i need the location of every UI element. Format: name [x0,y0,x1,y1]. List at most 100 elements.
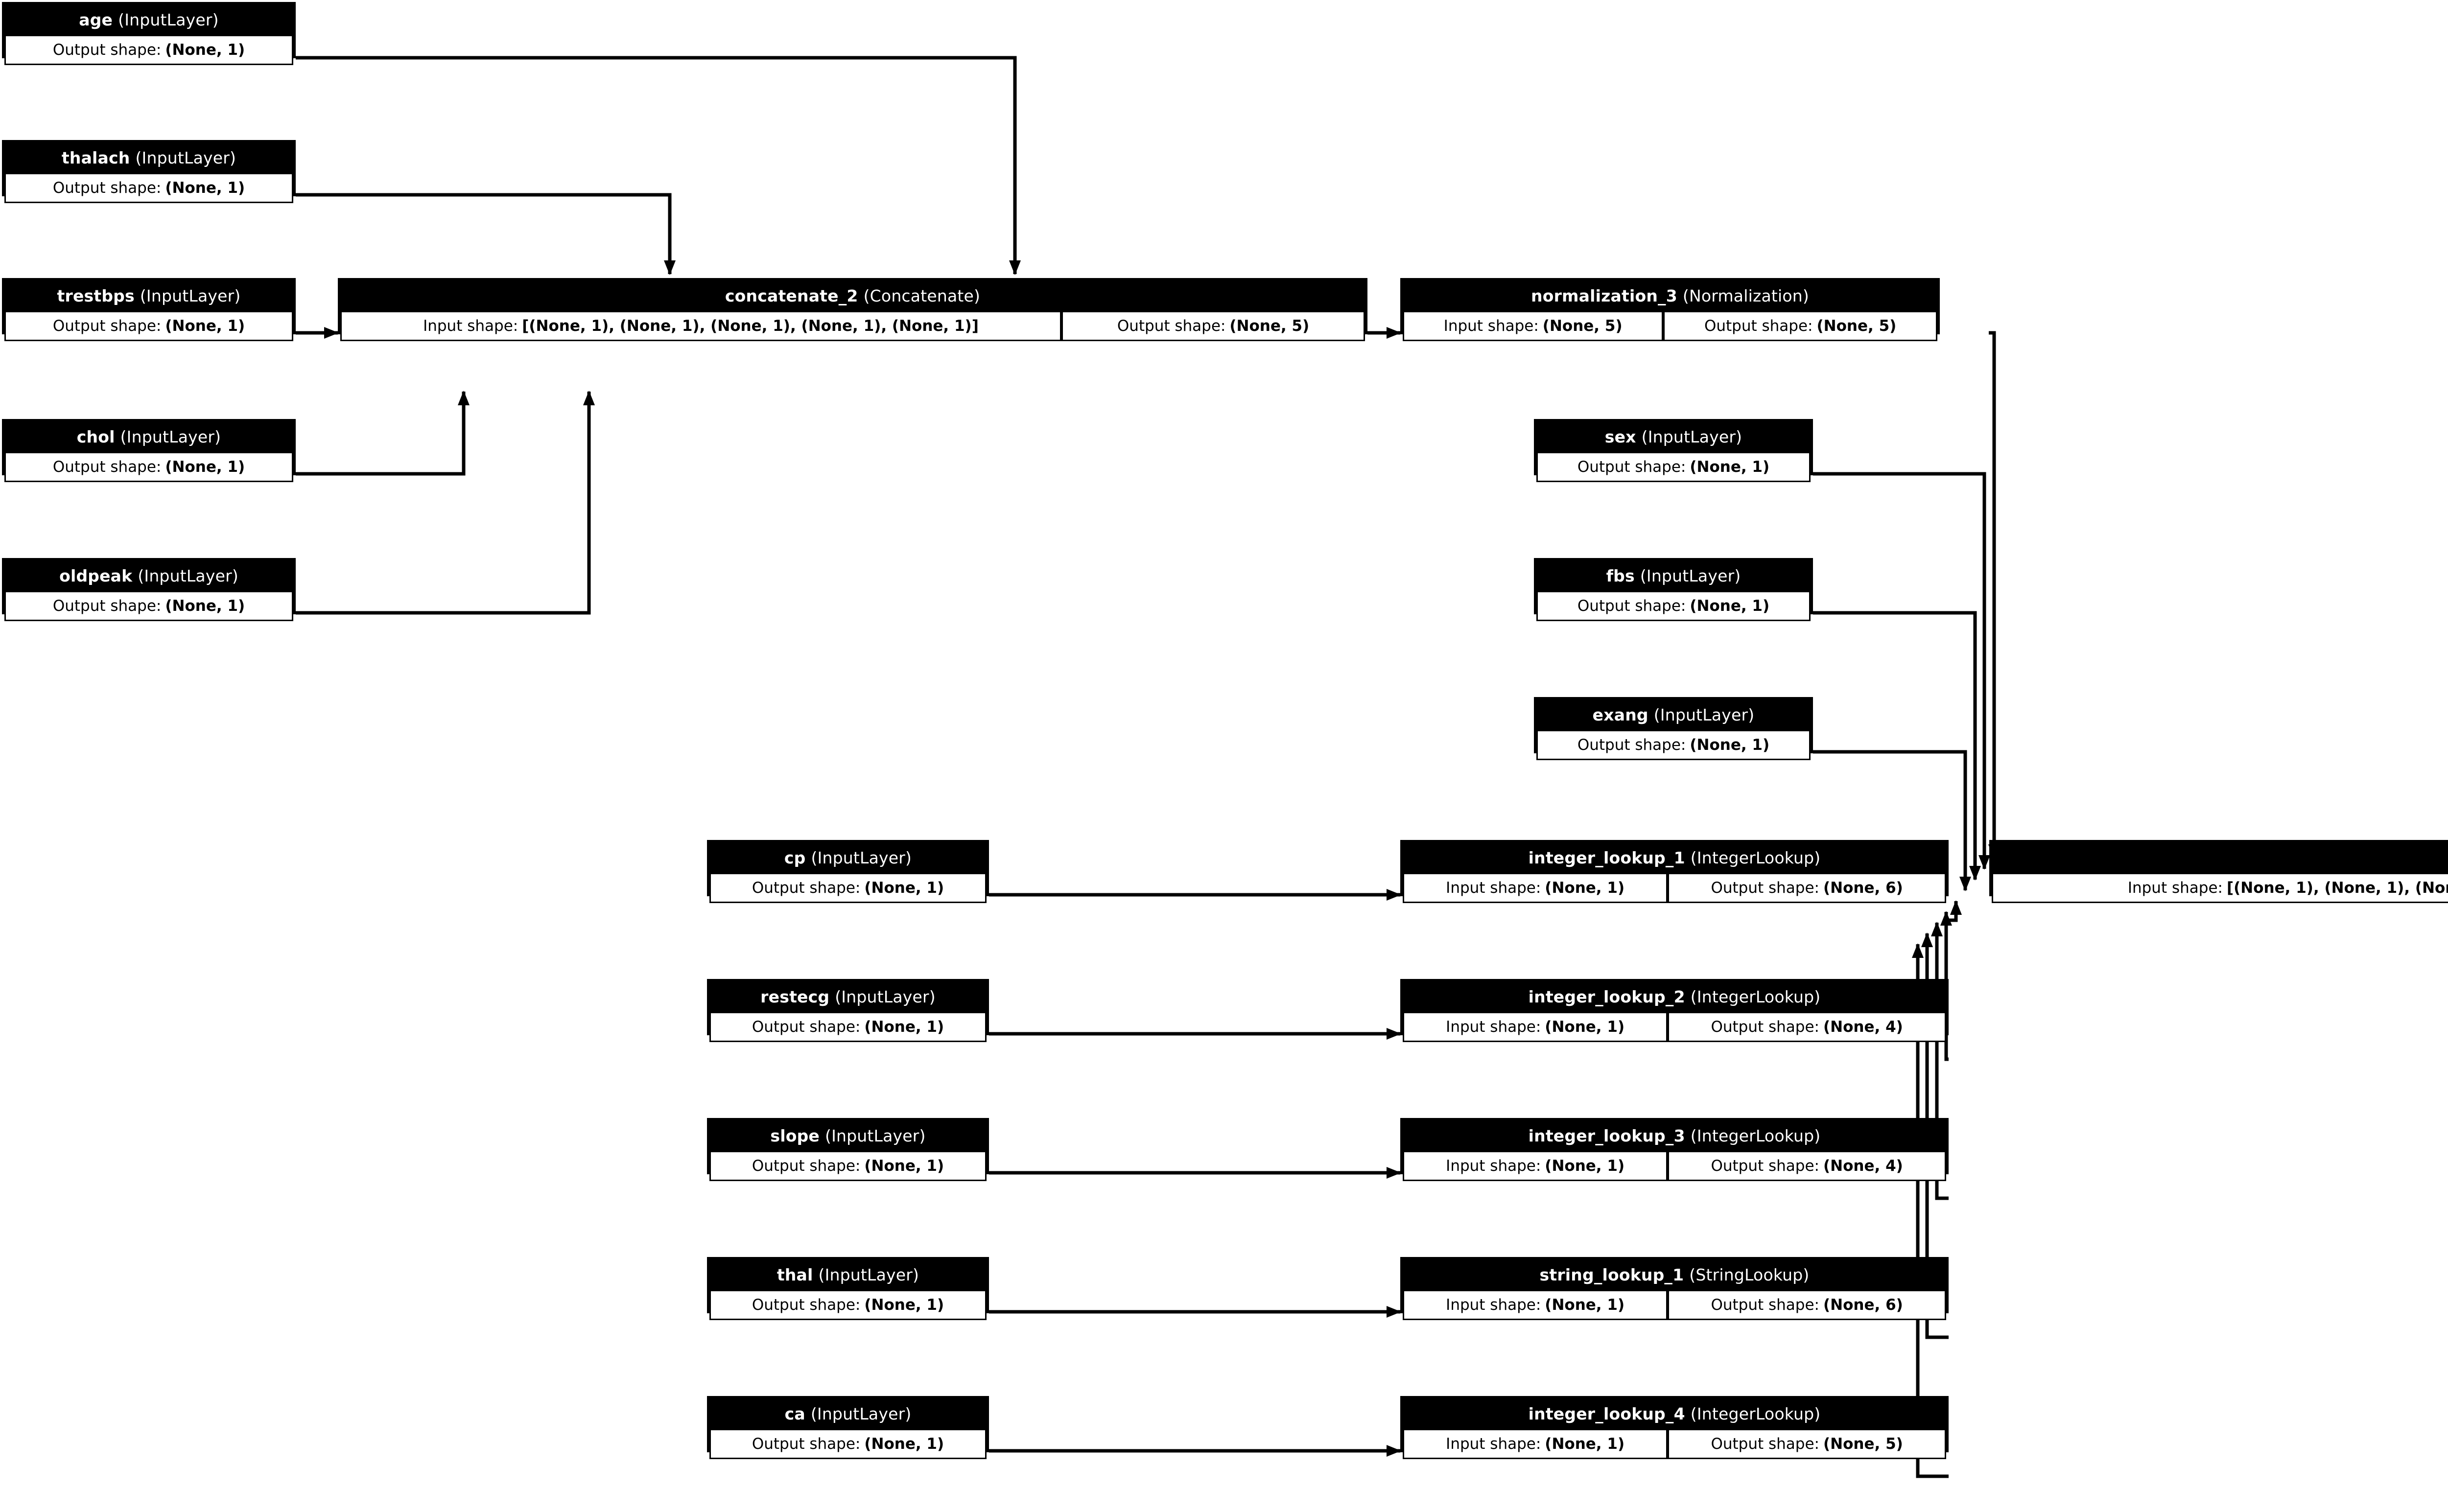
node-normalization_3-name: normalization_3 [1531,286,1677,305]
node-integer_lookup_1[interactable]: integer_lookup_1 (IntegerLookup) Input s… [1400,840,1949,903]
node-ca[interactable]: ca (InputLayer) Output shape: (None, 1) [707,1396,989,1459]
node-slope-name: slope [770,1126,820,1145]
output-shape-label: Output shape: [1711,1157,1819,1175]
edge-age-concatenate_2 [296,56,1021,275]
node-string_lookup_1[interactable]: string_lookup_1 (StringLookup) Input sha… [1400,1257,1949,1320]
node-chol-class: (InputLayer) [120,427,221,446]
input-shape-label: Input shape: [1443,317,1539,335]
node-integer_lookup_1-name: integer_lookup_1 [1528,848,1685,867]
node-integer_lookup_1-input-cell: Input shape: (None, 1) [1403,873,1668,903]
node-sex-class: (InputLayer) [1641,427,1742,446]
node-integer_lookup_2-title: integer_lookup_2 (IntegerLookup) [1403,981,1946,1012]
node-concatenate_2-output-cell: Output shape: (None, 5) [1061,311,1365,341]
node-restecg-shapes: Output shape: (None, 1) [709,1012,987,1042]
node-string_lookup_1-shapes: Input shape: (None, 1) Output shape: (No… [1403,1290,1946,1320]
node-slope-title: slope (InputLayer) [709,1120,987,1151]
node-fbs-title: fbs (InputLayer) [1536,560,1811,591]
node-normalization_3-input-cell: Input shape: (None, 5) [1403,311,1664,341]
node-exang-output-value: (None, 1) [1690,736,1770,754]
output-shape-label: Output shape: [52,317,162,335]
node-concatenate_3[interactable]: concatenate_3 (Concatenate) Input shape:… [1989,840,2448,903]
node-concatenate_2-shapes: Input shape: [(None, 1), (None, 1), (Non… [340,311,1365,341]
node-fbs-output-cell: Output shape: (None, 1) [1536,591,1811,621]
node-integer_lookup_2[interactable]: integer_lookup_2 (IntegerLookup) Input s… [1400,979,1949,1042]
node-normalization_3-shapes: Input shape: (None, 5) Output shape: (No… [1403,311,1937,341]
node-integer_lookup_1-title: integer_lookup_1 (IntegerLookup) [1403,842,1946,873]
node-cp[interactable]: cp (InputLayer) Output shape: (None, 1) [707,840,989,903]
node-chol-output-cell: Output shape: (None, 1) [4,452,293,482]
output-shape-label: Output shape: [1577,736,1686,754]
node-trestbps-output-value: (None, 1) [165,317,245,335]
node-trestbps-output-cell: Output shape: (None, 1) [4,311,293,341]
node-trestbps-name: trestbps [57,286,135,305]
node-thalach-title: thalach (InputLayer) [4,142,293,173]
node-chol-title: chol (InputLayer) [4,421,293,452]
node-slope-class: (InputLayer) [825,1126,926,1145]
node-restecg-class: (InputLayer) [835,987,936,1006]
node-integer_lookup_3-name: integer_lookup_3 [1528,1126,1685,1145]
node-thal[interactable]: thal (InputLayer) Output shape: (None, 1… [707,1257,989,1320]
node-exang[interactable]: exang (InputLayer) Output shape: (None, … [1534,697,1813,760]
node-trestbps-title: trestbps (InputLayer) [4,280,293,311]
edge-normalization_3-concatenate_3 [1988,331,2000,859]
node-integer_lookup_1-class: (IntegerLookup) [1690,848,1821,867]
node-thal-name: thal [777,1265,813,1284]
node-concatenate_2[interactable]: concatenate_2 (Concatenate) Input shape:… [338,278,1367,341]
node-integer_lookup_2-input-value: (None, 1) [1545,1018,1625,1036]
node-string_lookup_1-input-value: (None, 1) [1545,1296,1625,1314]
node-thalach[interactable]: thalach (InputLayer) Output shape: (None… [2,140,296,203]
node-integer_lookup_2-output-cell: Output shape: (None, 4) [1668,1012,1946,1042]
node-integer_lookup_3-output-cell: Output shape: (None, 4) [1668,1151,1946,1181]
node-ca-class: (InputLayer) [810,1404,912,1423]
node-integer_lookup_3-input-cell: Input shape: (None, 1) [1403,1151,1668,1181]
node-restecg-title: restecg (InputLayer) [709,981,987,1012]
node-age-name: age [79,10,113,29]
node-normalization_3[interactable]: normalization_3 (Normalization) Input sh… [1400,278,1940,341]
node-integer_lookup_2-name: integer_lookup_2 [1528,987,1685,1006]
node-oldpeak-name: oldpeak [59,566,133,585]
node-age-title: age (InputLayer) [4,4,293,35]
node-cp-class: (InputLayer) [811,848,912,867]
node-oldpeak[interactable]: oldpeak (InputLayer) Output shape: (None… [2,558,296,621]
node-exang-shapes: Output shape: (None, 1) [1536,730,1811,760]
output-shape-label: Output shape: [1711,1296,1819,1314]
node-sex[interactable]: sex (InputLayer) Output shape: (None, 1) [1534,419,1813,482]
input-shape-label: Input shape: [1446,879,1541,897]
node-slope[interactable]: slope (InputLayer) Output shape: (None, … [707,1118,989,1181]
node-integer_lookup_1-shapes: Input shape: (None, 1) Output shape: (No… [1403,873,1946,903]
node-integer_lookup_4-output-cell: Output shape: (None, 5) [1668,1429,1946,1459]
node-thal-shapes: Output shape: (None, 1) [709,1290,987,1320]
node-concatenate_2-name: concatenate_2 [725,286,858,305]
node-thalach-class: (InputLayer) [135,148,236,167]
node-age-output-cell: Output shape: (None, 1) [4,35,293,65]
node-restecg-output-value: (None, 1) [864,1018,944,1036]
node-integer_lookup_4[interactable]: integer_lookup_4 (IntegerLookup) Input s… [1400,1396,1949,1459]
node-integer_lookup_3-shapes: Input shape: (None, 1) Output shape: (No… [1403,1151,1946,1181]
node-fbs[interactable]: fbs (InputLayer) Output shape: (None, 1) [1534,558,1813,621]
node-integer_lookup_1-input-value: (None, 1) [1545,879,1625,897]
node-integer_lookup_2-input-cell: Input shape: (None, 1) [1403,1012,1668,1042]
input-shape-label: Input shape: [2127,879,2223,897]
output-shape-label: Output shape: [52,179,162,197]
node-normalization_3-input-value: (None, 5) [1542,317,1623,335]
node-chol[interactable]: chol (InputLayer) Output shape: (None, 1… [2,419,296,482]
node-slope-output-value: (None, 1) [864,1157,944,1175]
node-integer_lookup_3[interactable]: integer_lookup_3 (IntegerLookup) Input s… [1400,1118,1949,1181]
node-thal-output-value: (None, 1) [864,1296,944,1314]
node-age-class: (InputLayer) [118,10,219,29]
node-ca-name: ca [784,1404,805,1423]
node-oldpeak-output-value: (None, 1) [165,597,245,615]
edge-chol-concatenate_2 [296,391,470,476]
node-thal-class: (InputLayer) [818,1265,919,1284]
node-thalach-shapes: Output shape: (None, 1) [4,173,293,203]
output-shape-label: Output shape: [1711,1018,1819,1036]
node-string_lookup_1-class: (StringLookup) [1689,1265,1810,1284]
node-restecg[interactable]: restecg (InputLayer) Output shape: (None… [707,979,989,1042]
input-shape-label: Input shape: [1446,1157,1541,1175]
node-trestbps[interactable]: trestbps (InputLayer) Output shape: (Non… [2,278,296,341]
node-concatenate_2-output-value: (None, 5) [1229,317,1310,335]
node-trestbps-class: (InputLayer) [140,286,241,305]
node-age[interactable]: age (InputLayer) Output shape: (None, 1) [2,2,296,65]
node-concatenate_3-input-cell: Input shape: [(None, 1), (None, 1), (Non… [1992,873,2448,903]
